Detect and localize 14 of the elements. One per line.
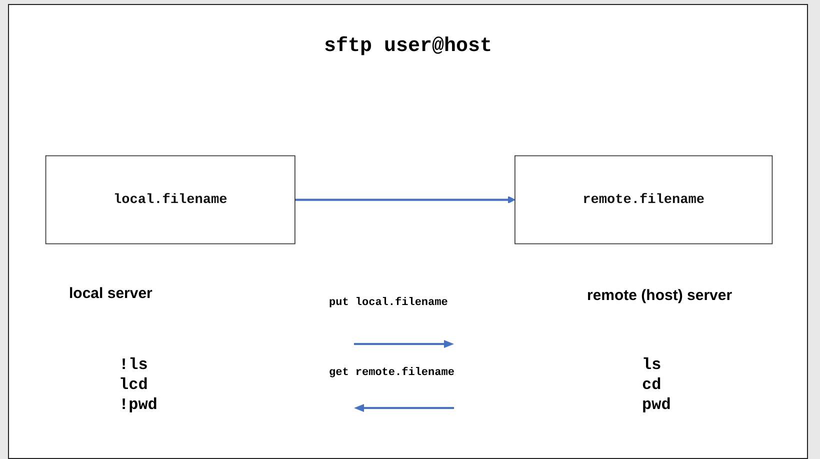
node-box: remote.filename xyxy=(514,156,773,244)
node-box: local.filename xyxy=(45,156,296,244)
command-name: !ls xyxy=(119,356,148,374)
command-name: ls xyxy=(642,356,662,374)
command-label: get remote.filename xyxy=(329,367,454,379)
command-name: pwd xyxy=(642,396,671,414)
command-name: cd xyxy=(642,376,662,394)
server-caption: remote (host) server xyxy=(587,287,732,304)
command-name: lcd xyxy=(119,376,148,394)
command-name: !pwd xyxy=(119,396,158,414)
server-caption: local server xyxy=(69,285,152,302)
command-label: put local.filename xyxy=(329,297,448,309)
arrow xyxy=(294,196,516,204)
diagram-title: sftp user@host xyxy=(324,35,492,58)
